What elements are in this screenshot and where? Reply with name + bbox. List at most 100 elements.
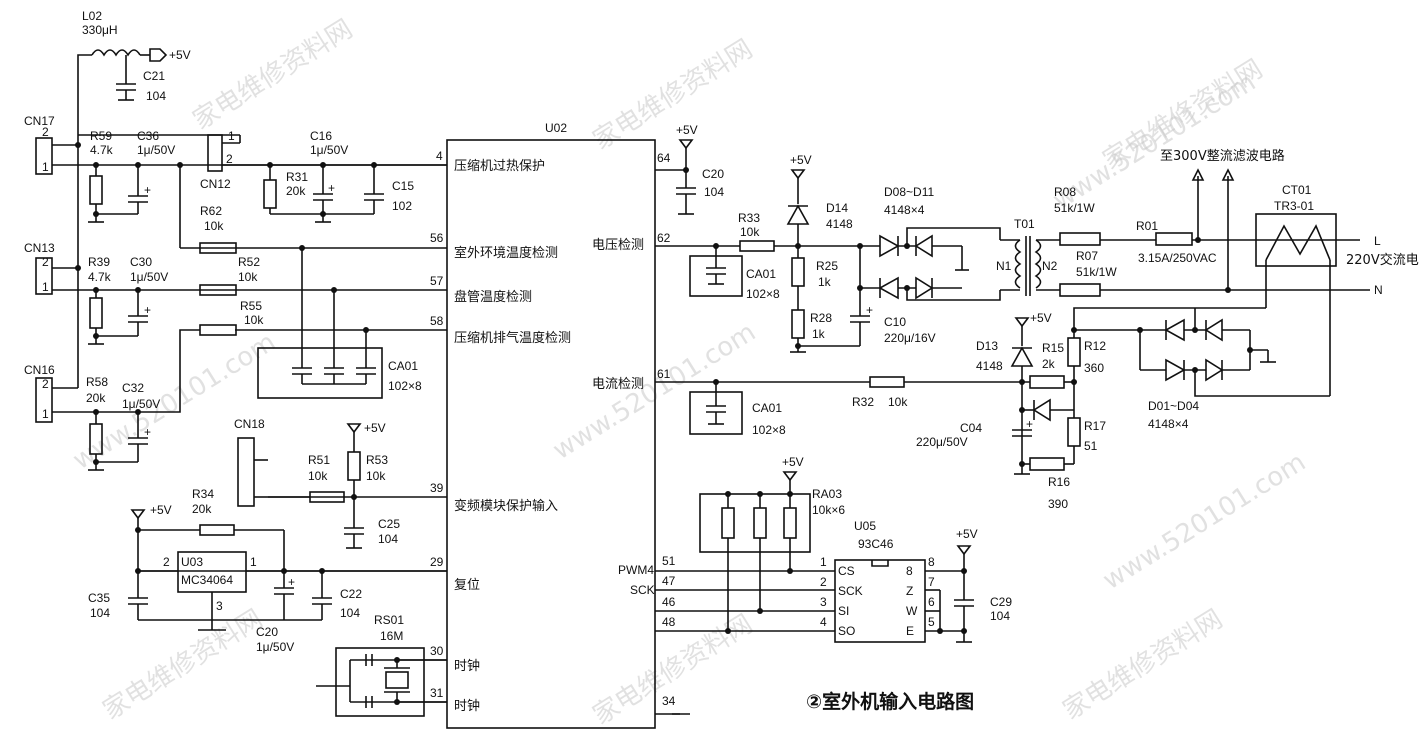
xfmr-n2: N2 (1042, 259, 1058, 273)
watermarks: www.520101.com www.520101.com www.520101… (68, 14, 1311, 731)
fuse-value: 3.15A/250VAC (1138, 251, 1217, 265)
wire (1194, 370, 1330, 397)
pin-num: 47 (662, 574, 676, 588)
label-text: + (288, 575, 295, 589)
wire (77, 54, 92, 135)
pin-num: 1 (42, 160, 49, 174)
cap-ref: CA01 (752, 401, 782, 415)
junction-dot (93, 211, 99, 217)
res-value: 10k (244, 313, 264, 327)
res-ref: R62 (200, 204, 222, 218)
ic-part: 93C46 (858, 537, 894, 551)
res-value: 51k/1W (1054, 201, 1095, 215)
wire (1165, 358, 1186, 382)
cap-ref: C15 (392, 179, 414, 193)
pin-num: 4 (436, 149, 443, 163)
component-body (237, 437, 255, 507)
component-body (89, 297, 103, 329)
res-ref: R28 (810, 311, 832, 325)
label-text: + (144, 425, 151, 439)
pin-num: 2 (42, 377, 49, 391)
wire (906, 227, 1001, 246)
junction-dot (1192, 367, 1198, 373)
cap-ref: C21 (143, 69, 165, 83)
cap-ref: C32 (122, 381, 144, 395)
junction-dot (961, 628, 967, 634)
component-body (35, 137, 53, 175)
supply-label: +5V (364, 421, 386, 435)
wire (346, 423, 362, 434)
inductor-ref: L02 (82, 9, 102, 23)
pin-label: 时钟 (454, 698, 480, 714)
pin-num: 57 (430, 274, 444, 288)
junction-dot (93, 162, 99, 168)
cap-value: 220μ/50V (916, 435, 968, 449)
pin-label: 盘管温度检测 (454, 289, 532, 305)
wire (1010, 346, 1034, 367)
pin-num: 3 (216, 599, 223, 613)
junction-dot (351, 494, 357, 500)
wire (149, 48, 168, 62)
junction-dot (961, 568, 967, 574)
pin-label: PWM4 (618, 563, 654, 577)
res-ref: R15 (1042, 341, 1064, 355)
pin-num: 46 (662, 595, 676, 609)
res-ref: R33 (738, 211, 760, 225)
supply-label: +5V (169, 48, 191, 62)
supply-label: +5V (782, 455, 804, 469)
junction-dot (331, 287, 337, 293)
component-body (257, 347, 383, 399)
diagram-title: ②室外机输入电路图 (806, 690, 974, 713)
component-body (1255, 213, 1337, 267)
cap-ref: C20 (256, 625, 278, 639)
junction-dot (371, 162, 377, 168)
pin-num: 31 (430, 686, 444, 700)
component-body (791, 257, 805, 287)
junction-dot (394, 657, 400, 663)
pin-label: 室外环境温度检测 (454, 245, 558, 261)
cap-value: 104 (146, 89, 166, 103)
component-body (199, 284, 237, 296)
pin-num: 51 (662, 554, 676, 568)
cap-value: 104 (340, 606, 360, 620)
pin-label: CS (838, 564, 855, 578)
pin-label: 电压检测 (592, 238, 644, 253)
component-body (869, 376, 905, 388)
pin-label: 压缩机排气温度检测 (454, 330, 571, 346)
wire (138, 329, 200, 413)
res-ref: R53 (366, 453, 388, 467)
junction-dot (904, 243, 910, 249)
cap-ref: C20 (702, 167, 724, 181)
res-value: 51k/1W (1076, 265, 1117, 279)
component-body (199, 324, 237, 336)
junction-dot (1247, 347, 1253, 353)
wire (1191, 168, 1205, 181)
res-value: 10k (238, 270, 258, 284)
junction-dot (725, 491, 731, 497)
junction-dot (1019, 407, 1025, 413)
wire (1034, 239, 1042, 289)
pin-num: 58 (430, 314, 444, 328)
component-body (347, 451, 361, 481)
xfmr-n1: N1 (996, 259, 1012, 273)
pin-label: SI (838, 604, 849, 618)
pin-label: SO (838, 624, 855, 638)
component-body (35, 377, 53, 423)
cap-ref: C25 (378, 517, 400, 531)
pin-num: 6 (928, 595, 935, 609)
component-body (1067, 337, 1081, 367)
component-body (207, 134, 223, 172)
diode-ref: D13 (976, 339, 998, 353)
res-value: 20k (286, 184, 306, 198)
watermark-site: 家电维修资料网 (98, 604, 268, 726)
cap-value: 104 (378, 532, 398, 546)
res-ref: R39 (88, 255, 110, 269)
junction-dot (135, 568, 141, 574)
junction-dot (135, 527, 141, 533)
wire (906, 288, 1001, 301)
cap-value: 102×8 (388, 379, 422, 393)
junction-dot (683, 167, 689, 173)
diode-ref: D01~D04 (1148, 399, 1199, 413)
junction-dot (135, 162, 141, 168)
res-value: 10k (740, 225, 760, 239)
